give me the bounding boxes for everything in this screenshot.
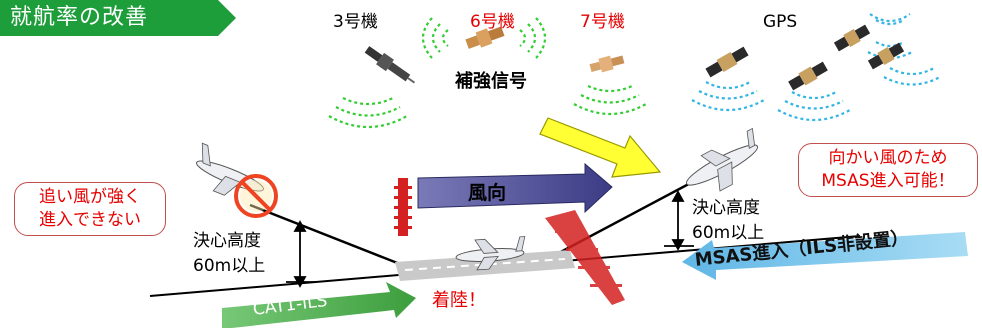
airplane-left-icon (196, 142, 264, 196)
airplane-right-icon (685, 127, 759, 192)
title-banner (0, 0, 236, 36)
airplane-landed-icon (455, 236, 526, 271)
decision-height-right: 決心高度 60m以上 (692, 196, 764, 245)
augmentation-arrow (539, 117, 662, 178)
cat1-arrow (222, 282, 416, 328)
decision-height-left: 決心高度 60m以上 (193, 229, 265, 278)
signal-waves-sat3 (328, 97, 408, 129)
gps-satellite-4-icon (867, 42, 905, 70)
headwind-callout: 向かい風のため MSAS進入可能！ (798, 143, 978, 197)
wind-arrow (417, 162, 613, 214)
headwind-callout-line2: MSAS進入可能！ (821, 170, 955, 191)
tailwind-callout-line2: 進入できない (39, 209, 141, 230)
satellite-6-icon (465, 26, 505, 49)
satellite-7-icon (589, 55, 625, 73)
runway-centerline (404, 258, 566, 271)
satellite-6-label: 6号機 (470, 12, 515, 32)
tailwind-callout-line1: 追い風が強く (39, 187, 141, 207)
headwind-callout-line1: 向かい風のため (828, 148, 948, 168)
signal-waves-sat6-right (519, 17, 547, 59)
signal-waves-gps-a (691, 81, 765, 111)
no-entry-icon (234, 174, 278, 218)
signal-waves-gps-b (777, 91, 851, 121)
approach-lights-right (545, 210, 625, 305)
banner-title: 就航率の改善 (10, 5, 149, 30)
decision-height-right-line1: 決心高度 (692, 198, 760, 218)
wind-direction-label: 風向 (468, 182, 507, 204)
msas-arrow (682, 232, 968, 280)
signal-waves-sat6-left (421, 17, 449, 59)
gps-label: GPS (763, 12, 798, 32)
satellite-3-icon (364, 46, 416, 84)
approach-lights-left (394, 178, 412, 236)
gps-satellite-3-icon (833, 24, 871, 52)
signal-waves-gps-c (867, 13, 941, 86)
gps-satellite-2-icon (788, 61, 828, 91)
signal-waves-sat7 (573, 84, 647, 115)
tailwind-callout: 追い風が強く 進入できない (14, 182, 166, 236)
landing-label: 着陸！ (432, 290, 486, 311)
decision-height-left-line2: 60m以上 (193, 255, 266, 276)
satellite-3-label: 3号機 (333, 12, 378, 32)
decision-height-left-line1: 決心高度 (193, 231, 261, 251)
decision-height-marker-left (286, 220, 316, 288)
left-glide-path (249, 203, 411, 270)
augmentation-signal-label: 補強信号 (455, 71, 527, 92)
gps-satellite-1-icon (705, 46, 749, 78)
decision-height-marker-right (664, 190, 694, 251)
satellite-7-label: 7号機 (580, 12, 625, 32)
decision-height-right-line2: 60m以上 (692, 222, 765, 243)
